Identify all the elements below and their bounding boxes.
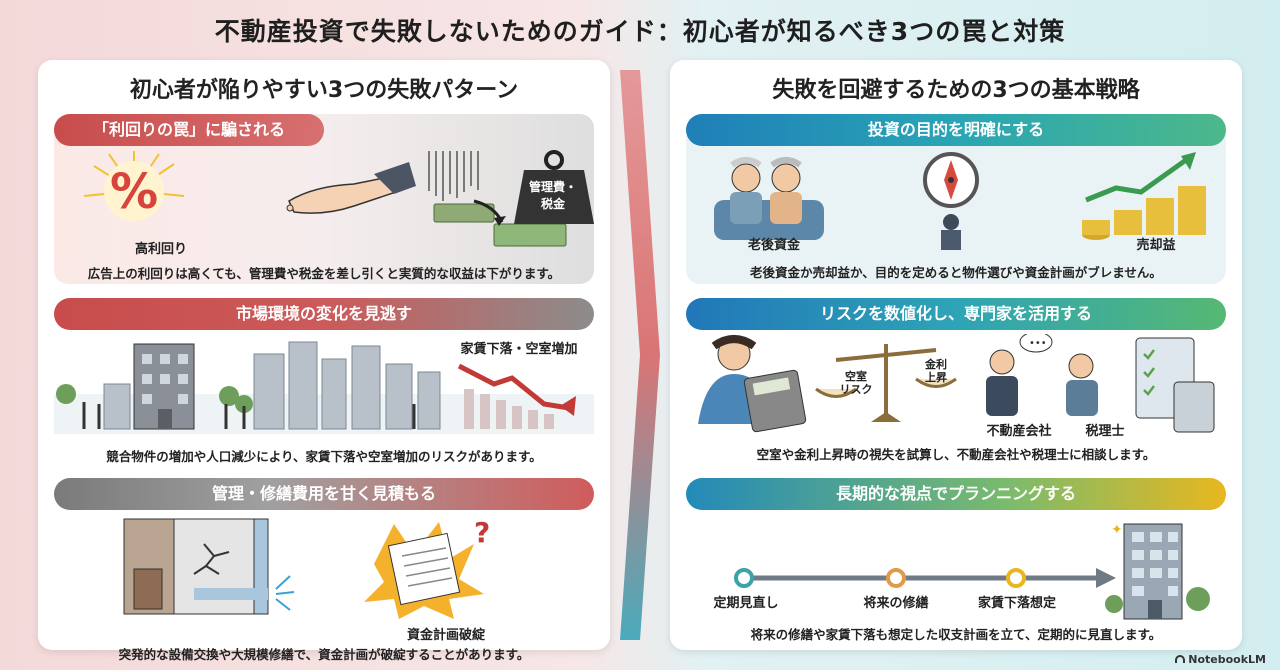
strategy-heading: 失敗を回避するための3つの基本戦略 xyxy=(772,78,1140,103)
market-change-section: 市場環境の変化を見逃す xyxy=(54,298,594,468)
failure-patterns-panel: 初心者が陥りやすい3つの失敗パターン 「利回りの罠」に騙される % xyxy=(38,60,610,662)
yield-trap-caption: 広告上の利回りは高くても、管理費や税金を差し引くと実質的な収益は下がります。 xyxy=(87,266,561,281)
repair-cost-band: 管理・修繕費用を甘く見積もる xyxy=(54,478,594,510)
interest-rise-label: 金利 上昇 xyxy=(925,358,947,384)
failure-patterns-heading: 初心者が陥りやすい3つの失敗パターン xyxy=(129,78,519,103)
yield-trap-band: 「利回りの罠」に騙される xyxy=(54,114,324,146)
repair-cost-caption: 突発的な設備交換や大規模修繕で、資金計画が破綻することがあります。 xyxy=(118,647,530,662)
building-icon xyxy=(133,343,195,430)
high-yield-label: 高利回り xyxy=(134,242,187,257)
person-calculator-icon xyxy=(698,335,807,433)
document-burst-icon: ? xyxy=(364,516,490,619)
sparkle-icon: ✦ xyxy=(1111,522,1123,538)
tax-accountant-label: 税理士 xyxy=(1085,424,1125,439)
logo-icon xyxy=(1175,655,1186,663)
weight-icon xyxy=(514,150,594,224)
purpose-illustration xyxy=(714,152,1206,250)
milestone-review-dot xyxy=(734,568,754,588)
repair-cost-section: 管理・修繕費用を甘く見積もる xyxy=(54,478,594,662)
logo-text: NotebookLM xyxy=(1188,653,1266,666)
consultation-icon: ••• xyxy=(986,334,1098,416)
periodic-review-label: 定期見直し xyxy=(713,596,779,611)
real-estate-company-label: 不動産会社 xyxy=(986,424,1052,439)
purpose-band: 投資の目的を明確にする xyxy=(686,114,1226,146)
svg-text:%: % xyxy=(110,164,158,220)
retirement-fund-label: 老後資金 xyxy=(747,238,800,253)
risk-illustration: ••• xyxy=(698,334,1215,433)
long-term-band: 長期的な視点でプランニングする xyxy=(686,478,1226,510)
milestone-repair-dot xyxy=(886,568,906,588)
purpose-caption: 老後資金か売却益か、目的を定めると物件選びや資金計画がブレません。 xyxy=(750,265,1162,280)
notebooklm-logo: NotebookLM xyxy=(1175,653,1266,666)
city-buildings xyxy=(103,341,441,430)
repair-cost-illustration: ? xyxy=(123,516,490,619)
trees xyxy=(56,384,253,413)
building-icon xyxy=(1105,523,1210,620)
vacancy-risk-label: 空室 リスク xyxy=(839,370,873,396)
long-term-section: 長期的な視点でプランニングする ✦ 定期見直し 将来の修繕 xyxy=(686,478,1226,648)
milestone-rent-dot xyxy=(1006,568,1026,588)
future-repair-label: 将来の修繕 xyxy=(863,596,929,611)
pipe-icon xyxy=(194,518,269,615)
checklist-calculator-icon xyxy=(1135,337,1215,433)
people-icons xyxy=(82,402,416,429)
percent-icon: % xyxy=(83,151,185,221)
risk-band: リスクを数値化し、専門家を活用する xyxy=(686,298,1226,330)
transition-arrow-icon xyxy=(620,70,660,640)
timeline-illustration: ✦ xyxy=(734,522,1210,620)
rent-decline-label: 家賃下落・空室増加 xyxy=(460,342,578,357)
wall-crack-icon xyxy=(193,543,230,575)
elderly-couple-icon xyxy=(714,157,824,240)
balance-scale-icon xyxy=(815,344,957,422)
growth-coins-icon xyxy=(1082,152,1206,240)
rent-decline-assumption-label: 家賃下落想定 xyxy=(977,596,1056,611)
capital-gain-label: 売却益 xyxy=(1136,238,1176,253)
declining-chart-icon xyxy=(457,363,576,429)
money-stack-icon xyxy=(433,199,567,247)
timeline-arrow-icon xyxy=(1096,568,1116,588)
main-title: 不動産投資で失敗しないためのガイド：初心者が知るべき3つの罠と対策 xyxy=(214,17,1066,46)
water-leak-icon xyxy=(275,575,295,611)
market-change-band: 市場環境の変化を見逃す xyxy=(54,298,594,330)
compass-icon xyxy=(923,152,979,250)
svg-text:?: ? xyxy=(474,516,490,549)
strategy-panel: 失敗を回避するための3つの基本戦略 投資の目的を明確にする xyxy=(670,60,1242,650)
purpose-section: 投資の目的を明確にする xyxy=(686,114,1226,284)
pointing-hand-icon xyxy=(286,162,416,214)
risk-section: リスクを数値化し、専門家を活用する xyxy=(686,298,1226,468)
svg-text:•••: ••• xyxy=(1029,338,1047,349)
falling-lines xyxy=(428,151,479,201)
risk-caption: 空室や金利上昇時の視失を試算し、不動産会社や税理士に相談します。 xyxy=(756,447,1156,462)
door-icon xyxy=(133,568,163,610)
market-change-caption: 競合物件の増加や人口減少により、家賃下落や空室増加のリスクがあります。 xyxy=(106,449,542,464)
yield-trap-section: 「利回りの罠」に騙される % xyxy=(54,114,594,284)
long-term-caption: 将来の修繕や家賃下落も想定した収支計画を立て、定期的に見直します。 xyxy=(750,627,1162,642)
funding-breakdown-label: 資金計画破綻 xyxy=(406,628,485,643)
market-change-illustration xyxy=(54,341,594,434)
yield-trap-illustration: % xyxy=(83,150,594,247)
management-fee-tax-label: 管理費・ 税金 xyxy=(528,180,577,211)
